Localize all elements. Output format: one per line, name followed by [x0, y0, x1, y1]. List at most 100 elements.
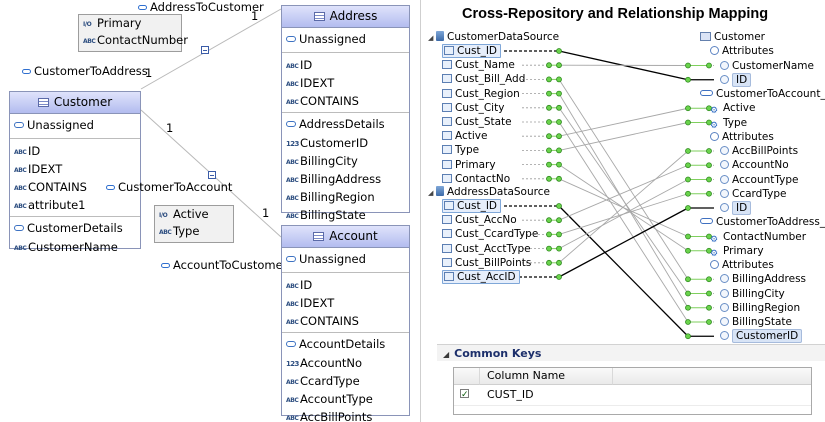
mapping-endpoint-dot[interactable] [706, 119, 712, 126]
source-field-active[interactable]: Active [442, 129, 487, 143]
key-endpoint-dot[interactable] [556, 274, 562, 280]
key-endpoint-dot[interactable] [685, 333, 691, 340]
mapping-endpoint-dot[interactable] [546, 147, 552, 154]
mapping-endpoint-dot[interactable] [706, 290, 712, 297]
key-endpoint-dot[interactable] [556, 48, 562, 54]
target-role-type[interactable]: ⚙Type [710, 116, 747, 131]
target-attrs-attributes[interactable]: Attributes [710, 44, 774, 58]
target-circ-accounttype[interactable]: AccountType [720, 173, 799, 187]
mapping-endpoint-dot[interactable] [685, 162, 691, 169]
mapping-endpoint-dot[interactable] [556, 76, 562, 83]
target-role-primary[interactable]: ⚙Primary [710, 244, 764, 259]
mapping-endpoint-dot[interactable] [546, 175, 552, 182]
mapping-endpoint-dot[interactable] [685, 119, 691, 126]
target-circ-billingcity[interactable]: BillingCity [720, 287, 785, 301]
source-field-cust-accid[interactable]: Cust_AccID [442, 270, 520, 284]
source-field-cust-bill-add[interactable]: Cust_Bill_Add [442, 72, 525, 86]
target-entity-customer[interactable]: Customer [700, 30, 765, 44]
mapping-endpoint-dot[interactable] [706, 190, 712, 197]
source-field-type[interactable]: Type [442, 143, 479, 157]
mapping-endpoint-dot[interactable] [556, 217, 562, 224]
target-circ-customerid[interactable]: CustomerID [720, 329, 803, 344]
customer-datasource-node[interactable]: ◢CustomerDataSource [428, 30, 559, 44]
target-role-active[interactable]: ⚙Active [710, 101, 755, 116]
source-field-primary[interactable]: Primary [442, 158, 496, 172]
source-field-cust-city[interactable]: Cust_City [442, 101, 504, 115]
mapping-endpoint-dot[interactable] [556, 161, 562, 168]
mapping-endpoint-dot[interactable] [546, 217, 552, 224]
mapping-endpoint-dot[interactable] [546, 231, 552, 238]
mapping-endpoint-dot[interactable] [546, 104, 552, 111]
mapping-endpoint-dot[interactable] [556, 119, 562, 125]
mapping-endpoint-dot[interactable] [706, 247, 712, 254]
mapping-endpoint-dot[interactable] [546, 76, 552, 83]
target-circ-billingstate[interactable]: BillingState [720, 315, 792, 329]
mapping-endpoint-dot[interactable] [685, 148, 691, 154]
source-field-cust-accno[interactable]: Cust_AccNo [442, 213, 517, 227]
mapping-endpoint-dot[interactable] [706, 276, 712, 283]
mapping-endpoint-dot[interactable] [685, 319, 691, 325]
mapping-endpoint-dot[interactable] [706, 148, 712, 154]
mapping-endpoint-dot[interactable] [685, 247, 691, 254]
mapping-endpoint-dot[interactable] [556, 175, 562, 182]
key-endpoint-dot[interactable] [556, 203, 562, 209]
expand-triangle-icon[interactable]: ◢ [428, 189, 434, 197]
source-field-cust-id[interactable]: Cust_ID [442, 199, 502, 213]
target-rel-customertoaccount-1[interactable]: CustomerToAccount_#1 [700, 87, 825, 101]
mapping-endpoint-dot[interactable] [546, 133, 552, 140]
target-rel-customertoaddress-1[interactable]: CustomerToAddress_#1 [700, 215, 825, 229]
mapping-endpoint-dot[interactable] [546, 245, 552, 252]
mapping-endpoint-dot[interactable] [685, 176, 691, 183]
target-circ-accountno[interactable]: AccountNo [720, 158, 789, 172]
source-field-cust-state[interactable]: Cust_State [442, 115, 512, 129]
mapping-endpoint-dot[interactable] [556, 147, 562, 154]
mapping-endpoint-dot[interactable] [546, 90, 552, 97]
common-keys-header[interactable]: ◢Common Keys [437, 344, 825, 361]
target-circ-ccardtype[interactable]: CcardType [720, 187, 786, 201]
address-datasource-node[interactable]: ◢AddressDataSource [428, 185, 550, 199]
target-attrs-attributes[interactable]: Attributes [710, 130, 774, 144]
mapping-endpoint-dot[interactable] [706, 162, 712, 169]
mapping-endpoint-dot[interactable] [706, 62, 712, 69]
target-role-contactnumber[interactable]: ⚙ContactNumber [710, 230, 806, 245]
checkbox-checked[interactable] [460, 386, 469, 404]
mapping-endpoint-dot[interactable] [706, 233, 712, 240]
mapping-endpoint-dot[interactable] [556, 104, 562, 111]
mapping-endpoint-dot[interactable] [685, 304, 691, 311]
mapping-endpoint-dot[interactable] [556, 245, 562, 252]
collapse-toggle[interactable] [208, 171, 216, 179]
table-row-checkbox[interactable] [460, 386, 476, 404]
source-field-contactno[interactable]: ContactNo [442, 172, 510, 186]
mapping-endpoint-dot[interactable] [685, 233, 691, 240]
source-field-cust-billpoints[interactable]: Cust_BillPoints [442, 256, 531, 270]
mapping-endpoint-dot[interactable] [546, 62, 552, 69]
column-header-name[interactable]: Column Name [480, 368, 613, 385]
mapping-endpoint-dot[interactable] [685, 105, 691, 112]
source-field-cust-accttype[interactable]: Cust_AcctType [442, 242, 531, 256]
mapping-endpoint-dot[interactable] [546, 119, 552, 125]
key-endpoint-dot[interactable] [685, 76, 691, 83]
mapping-endpoint-dot[interactable] [556, 133, 562, 140]
mapping-endpoint-dot[interactable] [556, 259, 562, 266]
mapping-endpoint-dot[interactable] [556, 62, 562, 69]
source-field-cust-name[interactable]: Cust_Name [442, 58, 515, 72]
source-field-cust-ccardtype[interactable]: Cust_CcardType [442, 227, 538, 241]
mapping-endpoint-dot[interactable] [706, 176, 712, 183]
target-circ-customername[interactable]: CustomerName [720, 59, 814, 73]
collapse-toggle[interactable] [201, 46, 209, 54]
mapping-endpoint-dot[interactable] [685, 276, 691, 283]
source-field-cust-id[interactable]: Cust_ID [442, 44, 502, 58]
target-circ-id[interactable]: ID [720, 201, 752, 215]
mapping-endpoint-dot[interactable] [706, 304, 712, 311]
target-circ-accbillpoints[interactable]: AccBillPoints [720, 144, 798, 158]
target-circ-id[interactable]: ID [720, 72, 752, 87]
expand-triangle-icon[interactable]: ◢ [428, 34, 434, 42]
mapping-endpoint-dot[interactable] [706, 319, 712, 325]
column-header-check[interactable] [454, 368, 480, 385]
mapping-endpoint-dot[interactable] [706, 105, 712, 112]
